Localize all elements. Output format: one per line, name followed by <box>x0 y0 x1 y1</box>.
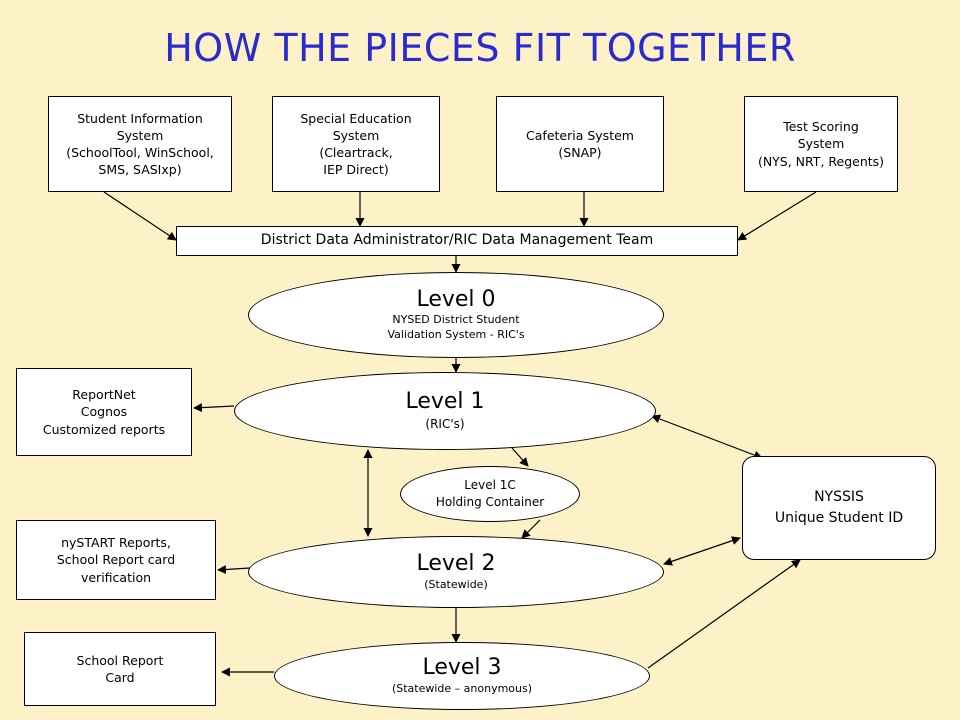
arrow-level1-nyssis-bidirectional <box>651 414 763 460</box>
report-school-report-card: School Report Card <box>24 632 216 706</box>
level1-title: Level 1 <box>405 389 485 415</box>
report-nystart: nySTART Reports, School Report card veri… <box>16 520 216 600</box>
arrow-scoring-to-admin <box>737 191 817 241</box>
arrow-level3-to-nyssis <box>647 559 801 669</box>
arrow-level1-to-reportnet <box>193 403 235 413</box>
source-cafeteria-system: Cafeteria System (SNAP) <box>496 96 664 192</box>
level1-ellipse: Level 1 (RIC's) <box>234 372 656 450</box>
level1c-ellipse: Level 1C Holding Container <box>400 466 580 522</box>
source-special-education-system: Special Education System (Cleartrack, IE… <box>272 96 440 192</box>
level3-title: Level 3 <box>422 655 502 681</box>
arrow-level2-to-nystart <box>217 565 251 574</box>
report-reportnet-cognos: ReportNet Cognos Customized reports <box>16 368 192 456</box>
level3-ellipse: Level 3 (Statewide – anonymous) <box>274 642 650 710</box>
level0-title: Level 0 <box>416 286 496 312</box>
arrow-level1-to-level1c <box>511 447 529 467</box>
nyssis-box: NYSSIS Unique Student ID <box>742 456 936 560</box>
arrow-level1c-to-level2 <box>521 519 541 539</box>
level2-ellipse: Level 2 (Statewide) <box>248 536 664 608</box>
arrow-level2-nyssis-bidirectional <box>663 536 741 566</box>
level2-title: Level 2 <box>416 551 496 577</box>
source-student-information-system: Student Information System (SchoolTool, … <box>48 96 232 192</box>
source-test-scoring-system: Test Scoring System (NYS, NRT, Regents) <box>744 96 898 192</box>
level0-ellipse: Level 0 NYSED District Student Validatio… <box>248 272 664 358</box>
district-data-admin-bar: District Data Administrator/RIC Data Man… <box>176 226 738 256</box>
arrow-sis-to-admin <box>103 191 177 241</box>
page-title: HOW THE PIECES FIT TOGETHER <box>164 26 796 70</box>
